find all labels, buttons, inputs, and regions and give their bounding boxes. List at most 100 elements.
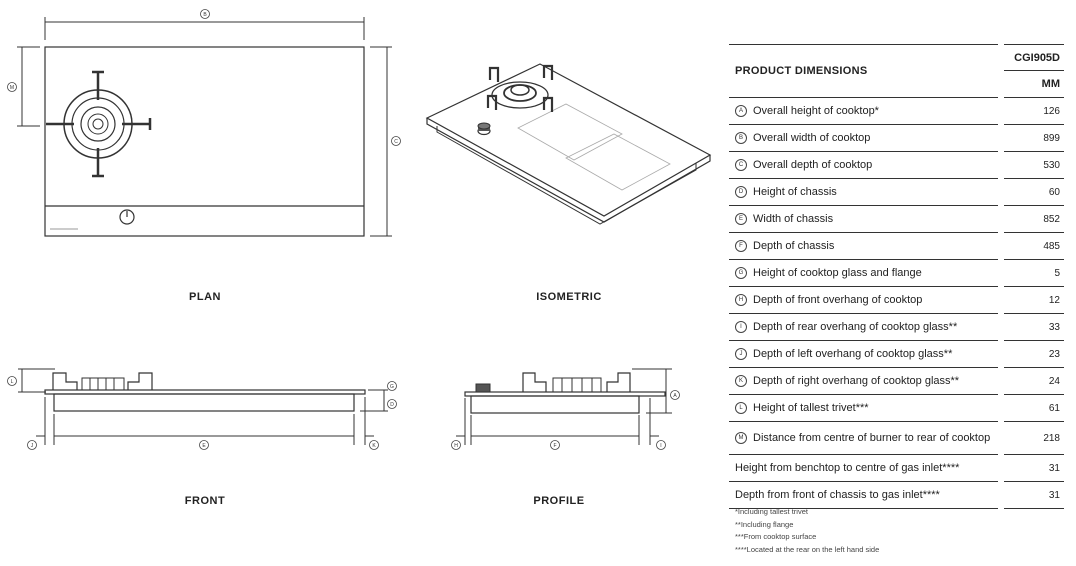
row-value: 12 <box>998 286 1064 314</box>
unit-header: MM <box>998 70 1064 98</box>
row-key-badge: F <box>735 240 747 252</box>
row-value: 31 <box>998 481 1064 509</box>
dim-m-label: M <box>10 85 14 91</box>
dim-k-label: K <box>372 443 376 449</box>
profile-dim-badges: A H F I <box>451 390 680 450</box>
row-label: Depth of right overhang of cooktop glass… <box>753 374 960 387</box>
plan-label: PLAN <box>189 291 221 303</box>
footnote: ***From cooktop surface <box>735 532 817 541</box>
row-key-badge: I <box>735 321 747 333</box>
dim-a-label: A <box>673 393 677 399</box>
footnote: ****Located at the rear on the left hand… <box>735 544 880 554</box>
row-key-badge: J <box>735 348 747 360</box>
table-row: Height from benchtop to centre of gas in… <box>729 454 1064 482</box>
row-label-wrap: C Overall depth of cooktop <box>735 159 998 172</box>
row-label-cell: J Depth of left overhang of cooktop glass… <box>729 340 1001 368</box>
row-value: 218 <box>998 421 1064 455</box>
technical-drawings: B M C <box>7 9 712 450</box>
front-label: FRONT <box>184 495 226 507</box>
dim-l-label: L <box>11 379 14 385</box>
table-row: J Depth of left overhang of cooktop glass… <box>729 340 1064 368</box>
row-value: 899 <box>998 124 1064 152</box>
row-label: Depth of front overhang of cooktop <box>753 293 923 306</box>
dim-b-label: B <box>203 12 207 18</box>
isometric-label: ISOMETRIC <box>536 291 602 303</box>
row-key-badge: E <box>735 213 747 225</box>
row-label-wrap: I Depth of rear overhang of cooktop glass… <box>735 321 998 334</box>
row-label-cell: D Height of chassis <box>729 178 1001 206</box>
row-key-badge: D <box>735 186 747 198</box>
row-label: Depth from front of chassis to gas inlet… <box>729 481 1001 509</box>
row-label: Depth of left overhang of cooktop glass*… <box>753 347 953 360</box>
row-label-wrap: K Depth of right overhang of cooktop glas… <box>735 375 998 388</box>
table-row: L Height of tallest trivet*** 61 <box>729 394 1064 422</box>
profile-label: PROFILE <box>533 495 585 507</box>
row-label: Height of tallest trivet*** <box>753 401 869 414</box>
row-key-badge: G <box>735 267 747 279</box>
row-value: 60 <box>998 178 1064 206</box>
row-key-badge: K <box>735 375 747 387</box>
table-title: PRODUCT DIMENSIONS <box>729 44 1001 98</box>
row-label: Distance from centre of burner to rear o… <box>753 431 991 444</box>
table-row: K Depth of right overhang of cooktop glas… <box>729 367 1064 395</box>
row-label-cell: K Depth of right overhang of cooktop glas… <box>729 367 1001 395</box>
isometric-view <box>425 63 712 225</box>
drawings-svg: B M C <box>7 9 712 450</box>
row-value: 852 <box>998 205 1064 233</box>
dim-h-label: H <box>454 443 458 449</box>
dim-j-label: J <box>31 443 34 449</box>
row-value: 485 <box>998 232 1064 260</box>
row-label-wrap: J Depth of left overhang of cooktop glass… <box>735 348 998 361</box>
row-label: Height from benchtop to centre of gas in… <box>729 454 1001 482</box>
table-row: Depth from front of chassis to gas inlet… <box>729 481 1064 509</box>
row-value: 61 <box>998 394 1064 422</box>
row-label-cell: I Depth of rear overhang of cooktop glass… <box>729 313 1001 341</box>
dim-d-label: D <box>390 402 394 408</box>
front-dim-badges: L G D J E K <box>7 376 397 450</box>
footnotes: *Including tallest trivet **Including fl… <box>735 506 879 556</box>
row-label: Overall height of cooktop* <box>753 104 879 117</box>
row-label-wrap: D Height of chassis <box>735 186 998 199</box>
row-label-wrap: L Height of tallest trivet*** <box>735 402 998 415</box>
footnote: **Including flange <box>735 519 794 529</box>
dim-i-label: I <box>660 443 661 449</box>
plan-view <box>17 17 392 237</box>
row-value: 31 <box>998 454 1064 482</box>
table-row: D Height of chassis 60 <box>729 178 1064 206</box>
dim-e-label: E <box>202 443 206 449</box>
row-label-wrap: G Height of cooktop glass and flange <box>735 267 998 280</box>
profile-view <box>456 368 672 445</box>
table-row: G Height of cooktop glass and flange 5 <box>729 259 1064 287</box>
row-value: 33 <box>998 313 1064 341</box>
row-label: Height of cooktop glass and flange <box>753 266 922 279</box>
row-value: 5 <box>998 259 1064 287</box>
row-label: Overall depth of cooktop <box>753 158 873 171</box>
model-header: CGI905D <box>998 44 1064 71</box>
row-value: 24 <box>998 367 1064 395</box>
row-key-badge: C <box>735 159 747 171</box>
row-label: Depth of rear overhang of cooktop glass*… <box>753 320 958 333</box>
row-label-cell: L Height of tallest trivet*** <box>729 394 1001 422</box>
dim-g-label: G <box>390 384 394 390</box>
dim-c-label: C <box>394 139 398 145</box>
row-label: Height of chassis <box>753 185 837 198</box>
row-key-badge: L <box>735 402 747 414</box>
footnote: *Including tallest trivet <box>735 507 808 516</box>
row-label-cell: G Height of cooktop glass and flange <box>729 259 1001 287</box>
